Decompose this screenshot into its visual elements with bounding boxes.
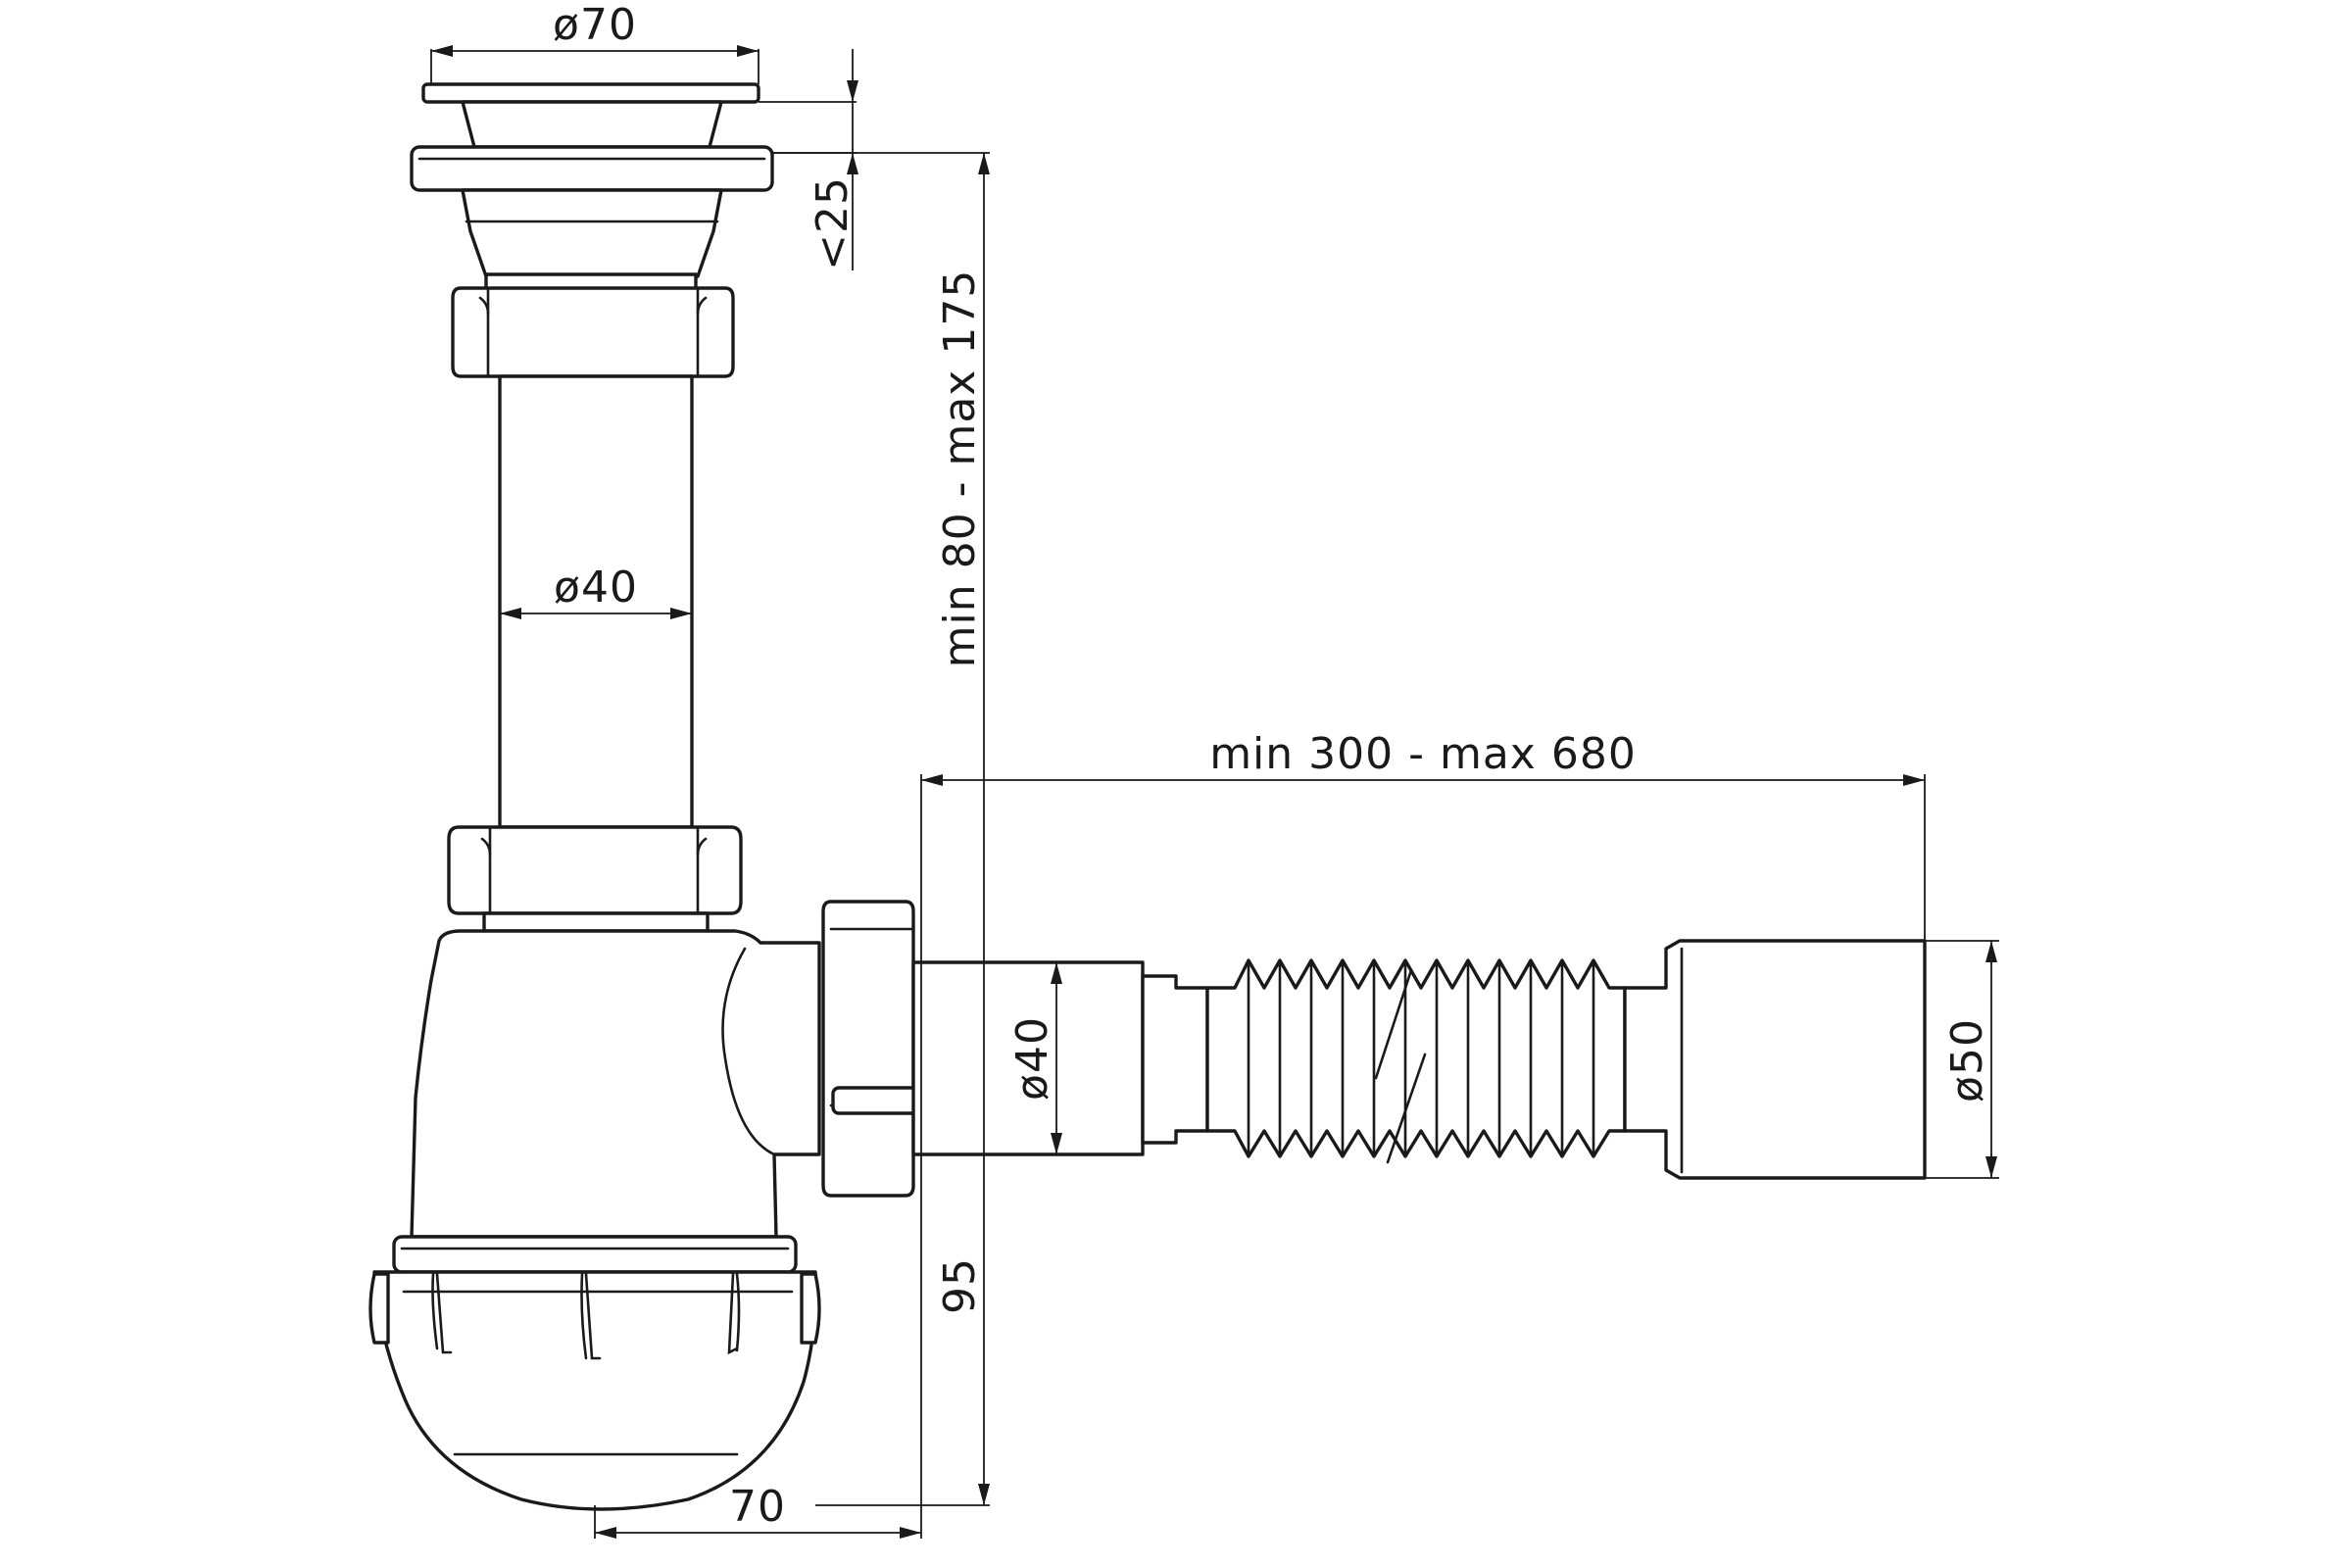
label-vertical-pipe: ø40 (554, 563, 638, 612)
upper-nut (451, 286, 735, 378)
label-outlet-diameter: ø40 (1007, 1016, 1057, 1101)
dim-connection-diameter: ø50 (1925, 940, 1999, 1179)
outlet-hose (911, 939, 1927, 1180)
label-trap-depth: 95 (935, 1257, 985, 1314)
dim-trap-offset: 70 (594, 1482, 921, 1539)
sink-flange (410, 145, 774, 192)
label-connection-diameter: ø50 (1942, 1018, 1992, 1102)
label-trap-offset: 70 (729, 1482, 786, 1532)
dim-flange-height: <25 (759, 49, 858, 270)
trap-body (368, 929, 821, 1511)
dim-outlet-diameter: ø40 (1007, 962, 1062, 1154)
strainer-cap (421, 82, 760, 104)
dim-vertical-pipe: ø40 (500, 563, 692, 619)
strainer-assembly (410, 82, 774, 292)
strainer-body (461, 188, 723, 278)
label-top-diameter: ø70 (553, 0, 637, 50)
dim-outlet-length: min 300 - max 680 (920, 729, 1926, 1539)
strainer-cup (461, 100, 723, 149)
lower-nut (447, 825, 743, 933)
label-outlet-length: min 300 - max 680 (1209, 729, 1637, 779)
label-flange-height: <25 (808, 176, 858, 270)
label-height-range: min 80 - max 175 (935, 270, 985, 668)
vertical-pipe (498, 374, 694, 829)
dim-height-range: min 80 - max 175 (772, 152, 990, 1506)
outlet-nut (821, 900, 919, 1198)
dim-trap-depth: 95 (935, 1257, 985, 1314)
dim-top-diameter: ø70 (430, 0, 760, 84)
